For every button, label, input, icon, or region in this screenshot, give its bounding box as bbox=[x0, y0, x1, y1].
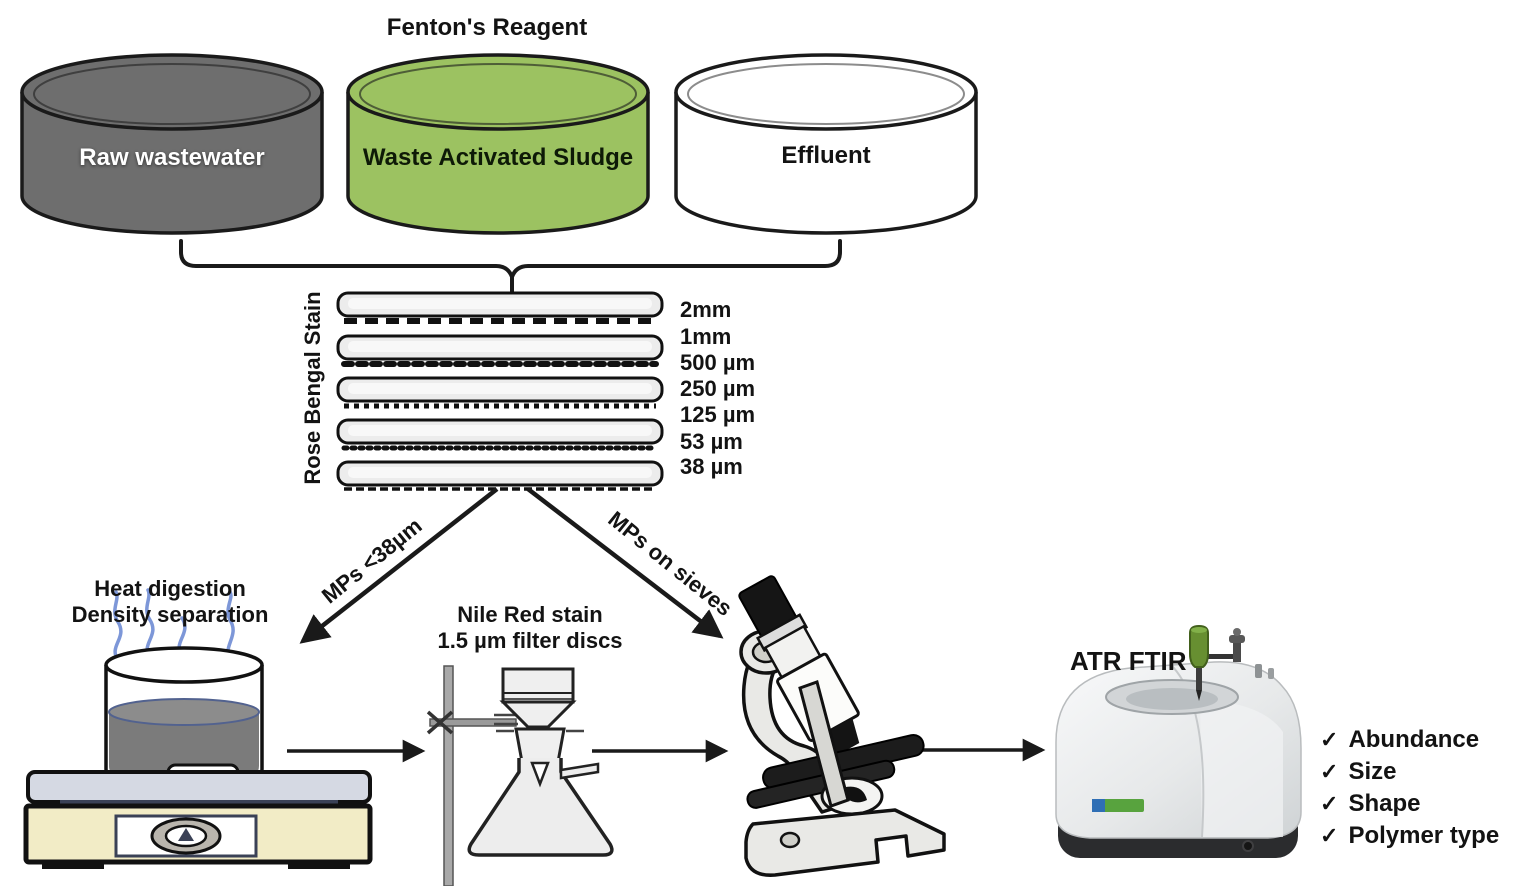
sieve-stack-icon bbox=[336, 291, 664, 491]
result-item: ✓ Polymer type bbox=[1320, 822, 1510, 850]
sieve-size-label: 2mm bbox=[680, 297, 732, 322]
microscope-base bbox=[744, 808, 946, 877]
check-icon: ✓ bbox=[1320, 823, 1339, 848]
sieve-size-label: 250 µm bbox=[680, 376, 756, 401]
sieve-disc bbox=[336, 291, 664, 324]
clamp-screw bbox=[426, 710, 454, 735]
result-label: Polymer type bbox=[1348, 822, 1500, 849]
nile-red-line2: 1.5 µm filter discs bbox=[437, 627, 623, 653]
instrument-logo bbox=[1092, 799, 1144, 812]
sieve-size-label: 38 µm bbox=[680, 454, 743, 479]
rose-bengal-stain-label: Rose Bengal Stain bbox=[300, 291, 325, 485]
filtration-setup-icon bbox=[426, 665, 614, 886]
microscope-icon bbox=[738, 575, 946, 877]
vacuum-flask bbox=[467, 758, 614, 857]
waste-activated-sludge-cylinder-icon bbox=[346, 53, 650, 235]
beaker-icon bbox=[104, 646, 264, 779]
sieve-disc bbox=[336, 418, 664, 451]
result-label: Shape bbox=[1348, 790, 1421, 817]
bracket-connector bbox=[179, 239, 842, 295]
atr-ftir-label: ATR FTIR bbox=[1070, 646, 1187, 676]
green-pressure-knob bbox=[1189, 624, 1209, 668]
pillar bbox=[798, 680, 850, 808]
check-icon: ✓ bbox=[1320, 791, 1339, 816]
hotplate-beaker-icon bbox=[23, 588, 373, 869]
results-checklist: ✓ Abundance ✓ Size ✓ Shape ✓ Polymer typ… bbox=[1320, 726, 1510, 854]
result-item: ✓ Size bbox=[1320, 758, 1510, 786]
result-item: ✓ Shape bbox=[1320, 790, 1510, 818]
sieve-disc bbox=[336, 460, 664, 491]
heat-digestion-line1: Heat digestion bbox=[94, 576, 246, 601]
hotplate-icon bbox=[23, 763, 373, 869]
result-label: Abundance bbox=[1348, 726, 1480, 753]
fentons-reagent-label: Fenton's Reagent bbox=[386, 14, 588, 41]
clamp-arm bbox=[429, 718, 517, 727]
nile-red-line1: Nile Red stain bbox=[457, 602, 603, 627]
heat-digestion-label: Heat digestion Density separation bbox=[30, 576, 310, 628]
check-icon: ✓ bbox=[1320, 759, 1339, 784]
arrow-mps-on-sieves bbox=[526, 487, 724, 639]
result-label: Size bbox=[1348, 758, 1397, 785]
ftir-spectrometer-icon bbox=[1055, 624, 1302, 858]
arrow-mps-below-38um bbox=[299, 487, 499, 644]
funnel-stem bbox=[530, 761, 550, 788]
sieve-disc bbox=[336, 376, 664, 409]
nile-red-label: Nile Red stain 1.5 µm filter discs bbox=[390, 602, 670, 654]
power-button bbox=[1242, 840, 1254, 852]
waste-activated-sludge-label: Waste Activated Sludge bbox=[362, 144, 634, 171]
sieve-size-label: 1mm bbox=[680, 324, 732, 349]
stand-rod bbox=[443, 665, 454, 886]
raw-wastewater-label: Raw wastewater bbox=[79, 144, 265, 171]
heat-digestion-line2: Density separation bbox=[71, 601, 269, 627]
raw-wastewater-cylinder-icon bbox=[20, 53, 324, 235]
sieve-size-label: 53 µm bbox=[680, 429, 743, 454]
flask-side-arm bbox=[559, 762, 600, 780]
sieve-size-label: 125 µm bbox=[680, 402, 756, 427]
effluent-label: Effluent bbox=[781, 142, 871, 169]
sieve-size-label: 500 µm bbox=[680, 350, 756, 375]
pressure-arm bbox=[1196, 628, 1245, 701]
result-item: ✓ Abundance bbox=[1320, 726, 1510, 754]
effluent-cylinder-icon bbox=[674, 53, 978, 235]
sieve-disc bbox=[336, 334, 664, 367]
check-icon: ✓ bbox=[1320, 727, 1339, 752]
